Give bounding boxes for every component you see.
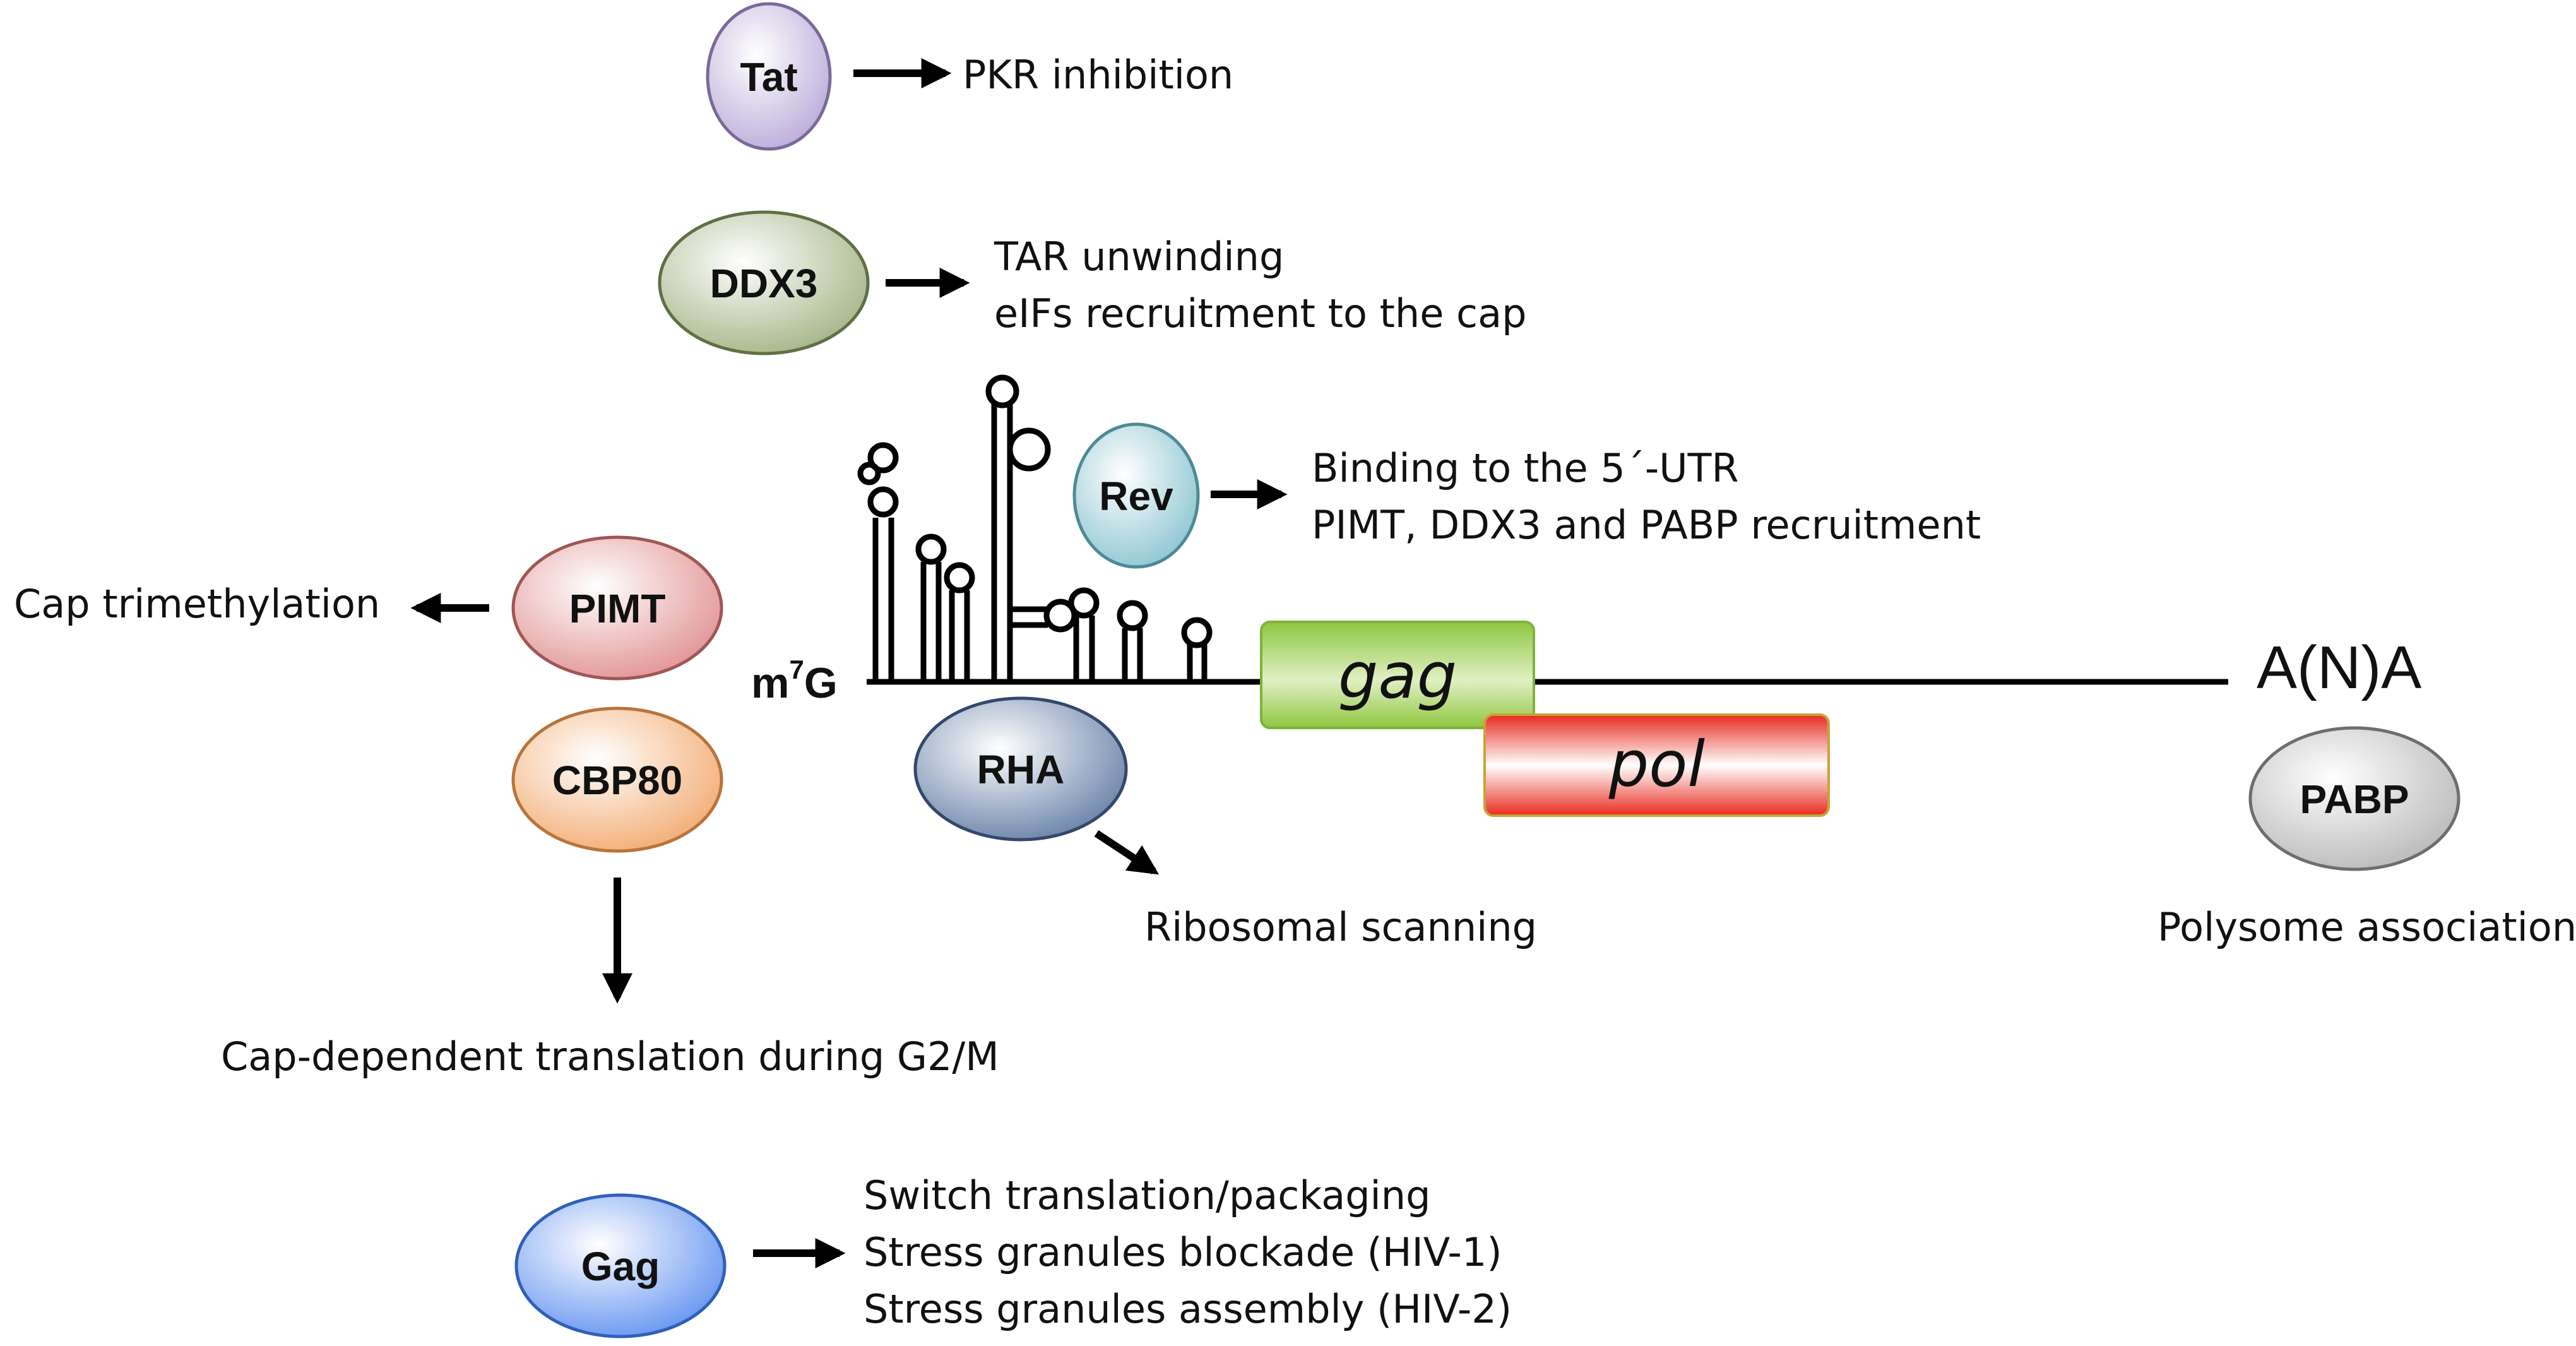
svg-text:RHA: RHA (977, 747, 1065, 792)
mrna-structure (857, 374, 2228, 685)
poly-a-label: A(N)A (2257, 634, 2421, 701)
rev-node: Rev (1072, 422, 1200, 569)
ddx3-node: DDX3 (658, 210, 870, 355)
svg-text:CBP80: CBP80 (552, 758, 682, 803)
gag-description-2: Stress granules blockade (HIV-1) (864, 1229, 1502, 1275)
rha-node: RHA (913, 696, 1128, 842)
tat-node: Tat (706, 2, 832, 151)
cbp80-description: Cap-dependent translation during G2/M (221, 1033, 999, 1080)
rev-description-2: PIMT, DDX3 and PABP recruitment (1312, 502, 1981, 548)
svg-text:PIMT: PIMT (569, 586, 666, 631)
pol-gene-box (1483, 713, 1830, 817)
svg-text:DDX3: DDX3 (710, 261, 818, 306)
svg-text:PABP: PABP (2300, 777, 2409, 822)
gag-gene-box (1260, 621, 1535, 729)
rev-description-1: Binding to the 5´-UTR (1312, 445, 1739, 491)
cap-label: m7G (751, 655, 838, 707)
rha-description: Ribosomal scanning (1144, 904, 1537, 950)
ddx3-description-2: eIFs recruitment to the cap (994, 290, 1526, 336)
pimt-description: Cap trimethylation (14, 581, 380, 627)
pimt-node: PIMT (511, 535, 723, 681)
stem-loop-1 (872, 518, 894, 682)
pol-gene-label: pol (1608, 727, 1706, 801)
svg-text:Rev: Rev (1099, 473, 1173, 519)
gag-description-1: Switch translation/packaging (864, 1172, 1430, 1218)
gag-node: Gag (514, 1193, 727, 1338)
gag-description-3: Stress granules assembly (HIV-2) (864, 1286, 1512, 1332)
ddx3-description-1: TAR unwinding (994, 234, 1284, 280)
rha-arrow (1094, 830, 1160, 875)
svg-text:Tat: Tat (740, 54, 797, 100)
svg-text:Gag: Gag (581, 1244, 660, 1289)
cbp80-node: CBP80 (511, 706, 723, 853)
tat-description: PKR inhibition (963, 52, 1233, 98)
gag-gene-label: gag (1338, 639, 1457, 713)
pabp-node: PABP (2248, 726, 2460, 871)
stem-loop-2 (920, 562, 942, 682)
pabp-description: Polysome association (2158, 904, 2576, 950)
